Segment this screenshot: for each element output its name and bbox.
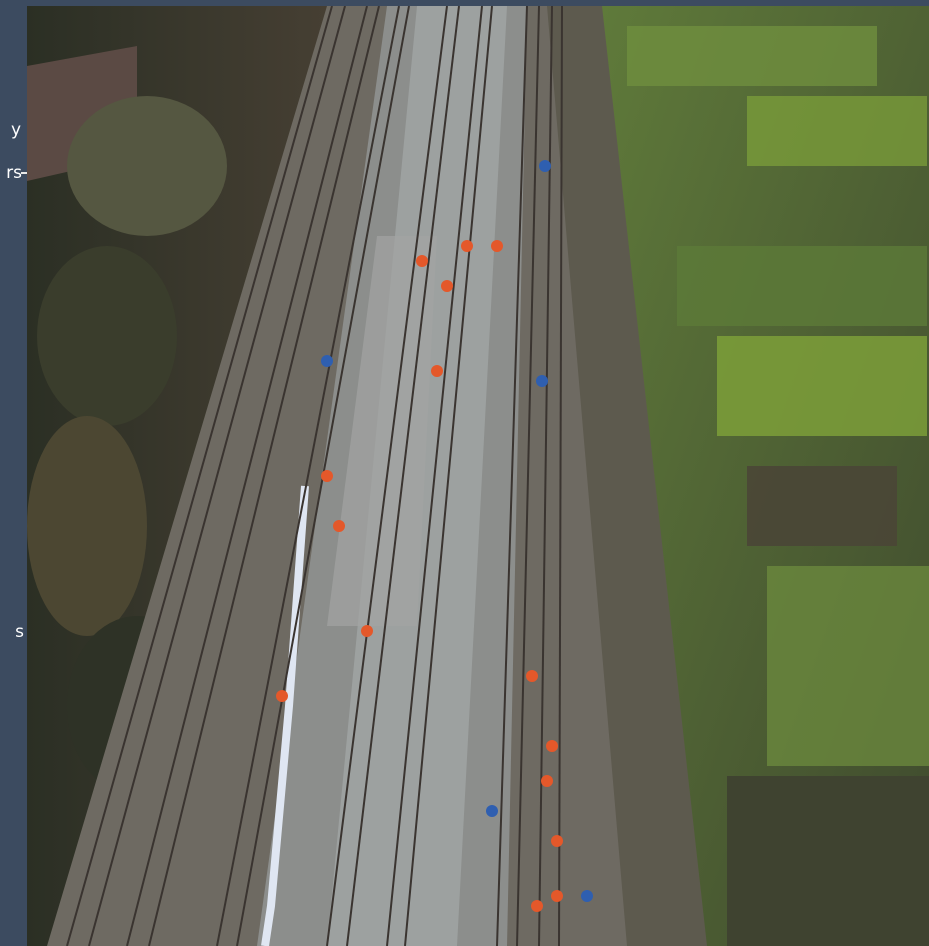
rail-line (558, 6, 563, 946)
tree-canopy (37, 246, 177, 426)
worker-figure (539, 160, 551, 172)
caption-fragment: rs (6, 163, 22, 183)
allotment-plot (767, 566, 929, 766)
worker-figure (541, 775, 553, 787)
allotment-plot (747, 96, 927, 166)
caption-fragment: y (10, 120, 21, 140)
worker-figure (276, 690, 288, 702)
rail-line (126, 6, 368, 946)
worker-figure (321, 355, 333, 367)
worker-figure (416, 255, 428, 267)
worker-figure (581, 890, 593, 902)
rail-line (346, 6, 460, 946)
worker-figure (441, 280, 453, 292)
rail-line (148, 6, 380, 946)
worker-figure (486, 805, 498, 817)
rails-group (66, 6, 563, 946)
allotment-plot (717, 336, 927, 436)
workers-group (276, 160, 593, 912)
worker-figure (531, 900, 543, 912)
rail-line (326, 6, 448, 946)
aerial-photo (27, 6, 929, 946)
allotment-plot (727, 776, 929, 946)
tree-canopy (27, 416, 147, 636)
rail-line (66, 6, 333, 946)
worker-figure (321, 470, 333, 482)
rail-line (496, 6, 528, 946)
rail-line (386, 6, 483, 946)
worker-figure (536, 375, 548, 387)
rail-line (216, 6, 400, 946)
callout-pointer-line (21, 172, 31, 174)
allotment-plot (677, 246, 927, 326)
side-panel: y rs s (0, 0, 27, 946)
rail-line (404, 6, 493, 946)
fence-line (261, 485, 309, 946)
worker-figure (551, 890, 563, 902)
service-strip (547, 6, 717, 946)
worker-figure (551, 835, 563, 847)
worker-figure (461, 240, 473, 252)
allotment-plot (747, 466, 897, 546)
platform-slab (327, 236, 437, 626)
worker-figure (491, 240, 503, 252)
rail-line (88, 6, 346, 946)
worker-figure (333, 520, 345, 532)
caption-fragment: s (15, 622, 24, 642)
worker-figure (361, 625, 373, 637)
worker-figure (526, 670, 538, 682)
photo-scene (27, 6, 929, 946)
allotment-plot (627, 26, 877, 86)
rail-line (516, 6, 540, 946)
tree-canopy (67, 96, 227, 236)
worker-figure (431, 365, 443, 377)
worker-figure (546, 740, 558, 752)
